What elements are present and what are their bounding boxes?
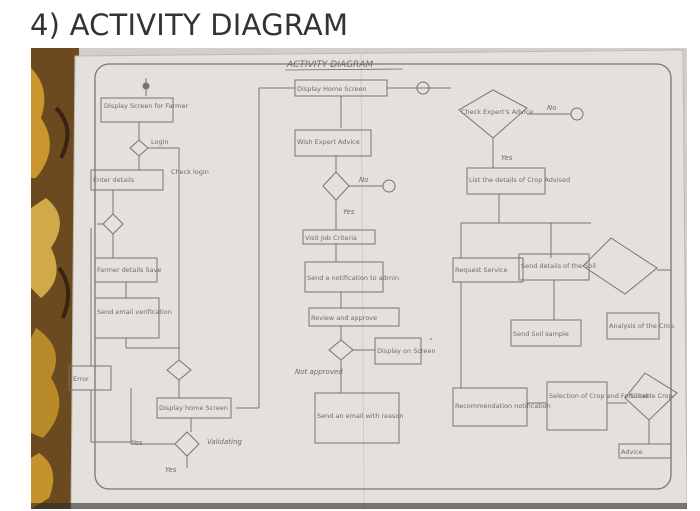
label-no-mid: No [359, 176, 369, 184]
node-list-crop-details: List the details of Crop Advised [469, 176, 570, 184]
label-no-right: No [547, 104, 557, 112]
label-yes-bottom: Yes [165, 466, 177, 474]
node-request-service: Request Service [455, 266, 508, 274]
diagram-heading: ACTIVITY DIAGRAM [286, 60, 373, 70]
diagram-photo: ACTIVITY DIAGRAM [31, 48, 687, 509]
node-suitable-crop: Suitable Crop [629, 392, 673, 400]
node-wish-expert-advice: Wish Expert Advice [297, 138, 360, 146]
node-selection-crop-fertilizer: Selection of Crop and Fertilizer [549, 392, 649, 400]
node-recommendation-notification: Recommendation notification [455, 402, 551, 410]
node-error: Error [73, 375, 89, 383]
node-enter-details: Enter details [93, 176, 135, 184]
node-send-notification-admin: Send a notification to admin [307, 274, 399, 282]
label-yes-mid: Yes [343, 208, 355, 216]
label-not-approved: Not approved [295, 368, 343, 376]
node-check-experts-advice: Check Expert's Advice [461, 108, 533, 116]
node-display-home-screen-2: Display Home Screen [297, 85, 367, 93]
node-farmer-details-save: Farmer details Save [97, 266, 161, 274]
node-display-screen-farmer: Display Screen for Farmer [104, 102, 188, 110]
label-yes-right: Yes [501, 154, 513, 162]
node-display-on-screen: Display on Screen [377, 347, 436, 355]
label-validating: Validating [207, 438, 242, 446]
node-analysis-of-crop: Analysis of the Crop [609, 322, 674, 330]
page-title: 4) ACTIVITY DIAGRAM [30, 8, 349, 42]
node-send-soil-sample: Send Soil sample [513, 330, 569, 338]
node-display-home-screen: Display home Screen [159, 404, 228, 412]
node-login: Login [151, 138, 169, 146]
node-visit-job-criteria: Visit Job Criteria [305, 234, 357, 242]
node-send-email-verification: Send email verification [97, 308, 172, 316]
paper-sheet [71, 50, 687, 509]
node-send-soil-details: Send details of the Soil [521, 262, 596, 270]
node-advice: Advice [621, 448, 643, 456]
label-yes-left: Yes [131, 439, 143, 447]
hand-drawn-diagram: ACTIVITY DIAGRAM [31, 48, 687, 509]
node-review-and-approve: Review and approve [311, 314, 377, 322]
node-send-email-reason: Send an email with reason [317, 412, 403, 420]
node-check-login: Check login [171, 168, 209, 176]
